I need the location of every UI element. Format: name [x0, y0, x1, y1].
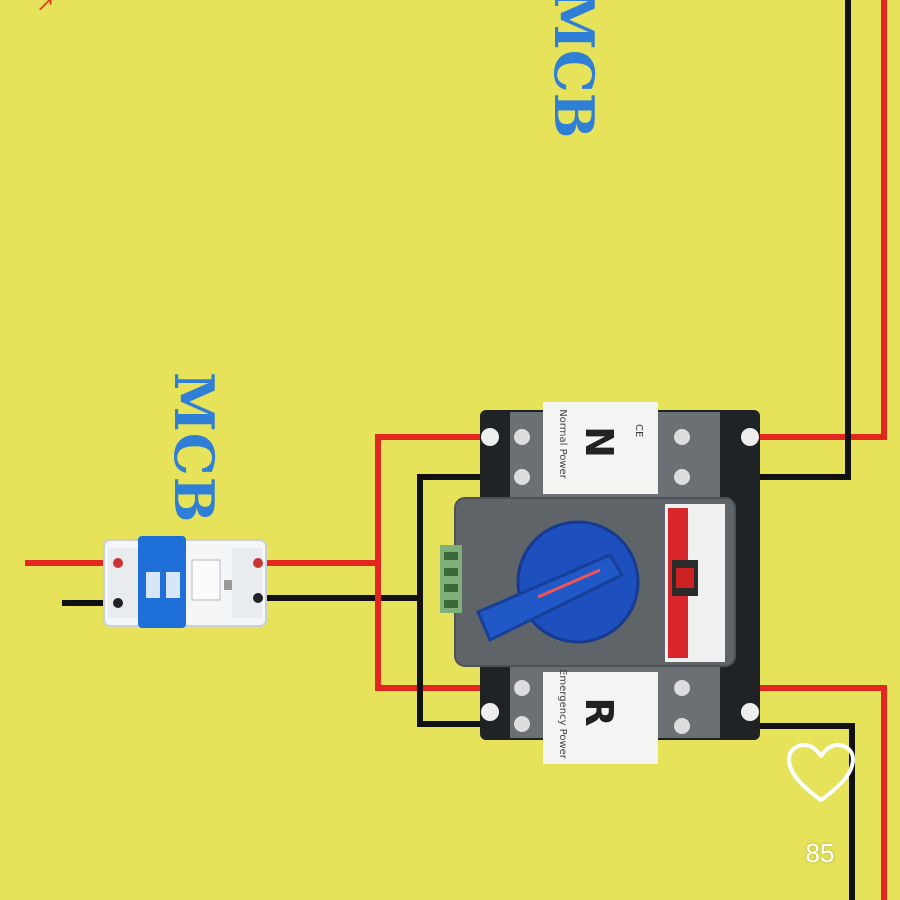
like-count: 85 [805, 838, 835, 868]
switch-top-caption: Normal Power [557, 409, 568, 479]
transfer-switch [440, 402, 760, 764]
live-wire-output-top [688, 0, 887, 440]
neutral-wire-output-top [688, 0, 851, 480]
ce-mark: CE [633, 424, 644, 437]
switch-bottom-letter: R [577, 697, 621, 726]
heart-icon[interactable] [786, 742, 856, 806]
switch-top-letter: N [577, 426, 621, 458]
neutral-wire-loop [417, 474, 525, 727]
switch-bottom-text: R Emergency Power [557, 669, 621, 760]
mcb-device [103, 536, 267, 628]
live-wire-loop [375, 434, 525, 691]
like-button[interactable] [786, 742, 856, 806]
switch-bottom-caption: Emergency Power [557, 669, 568, 760]
switch-top-text: N Normal Power [557, 409, 621, 479]
